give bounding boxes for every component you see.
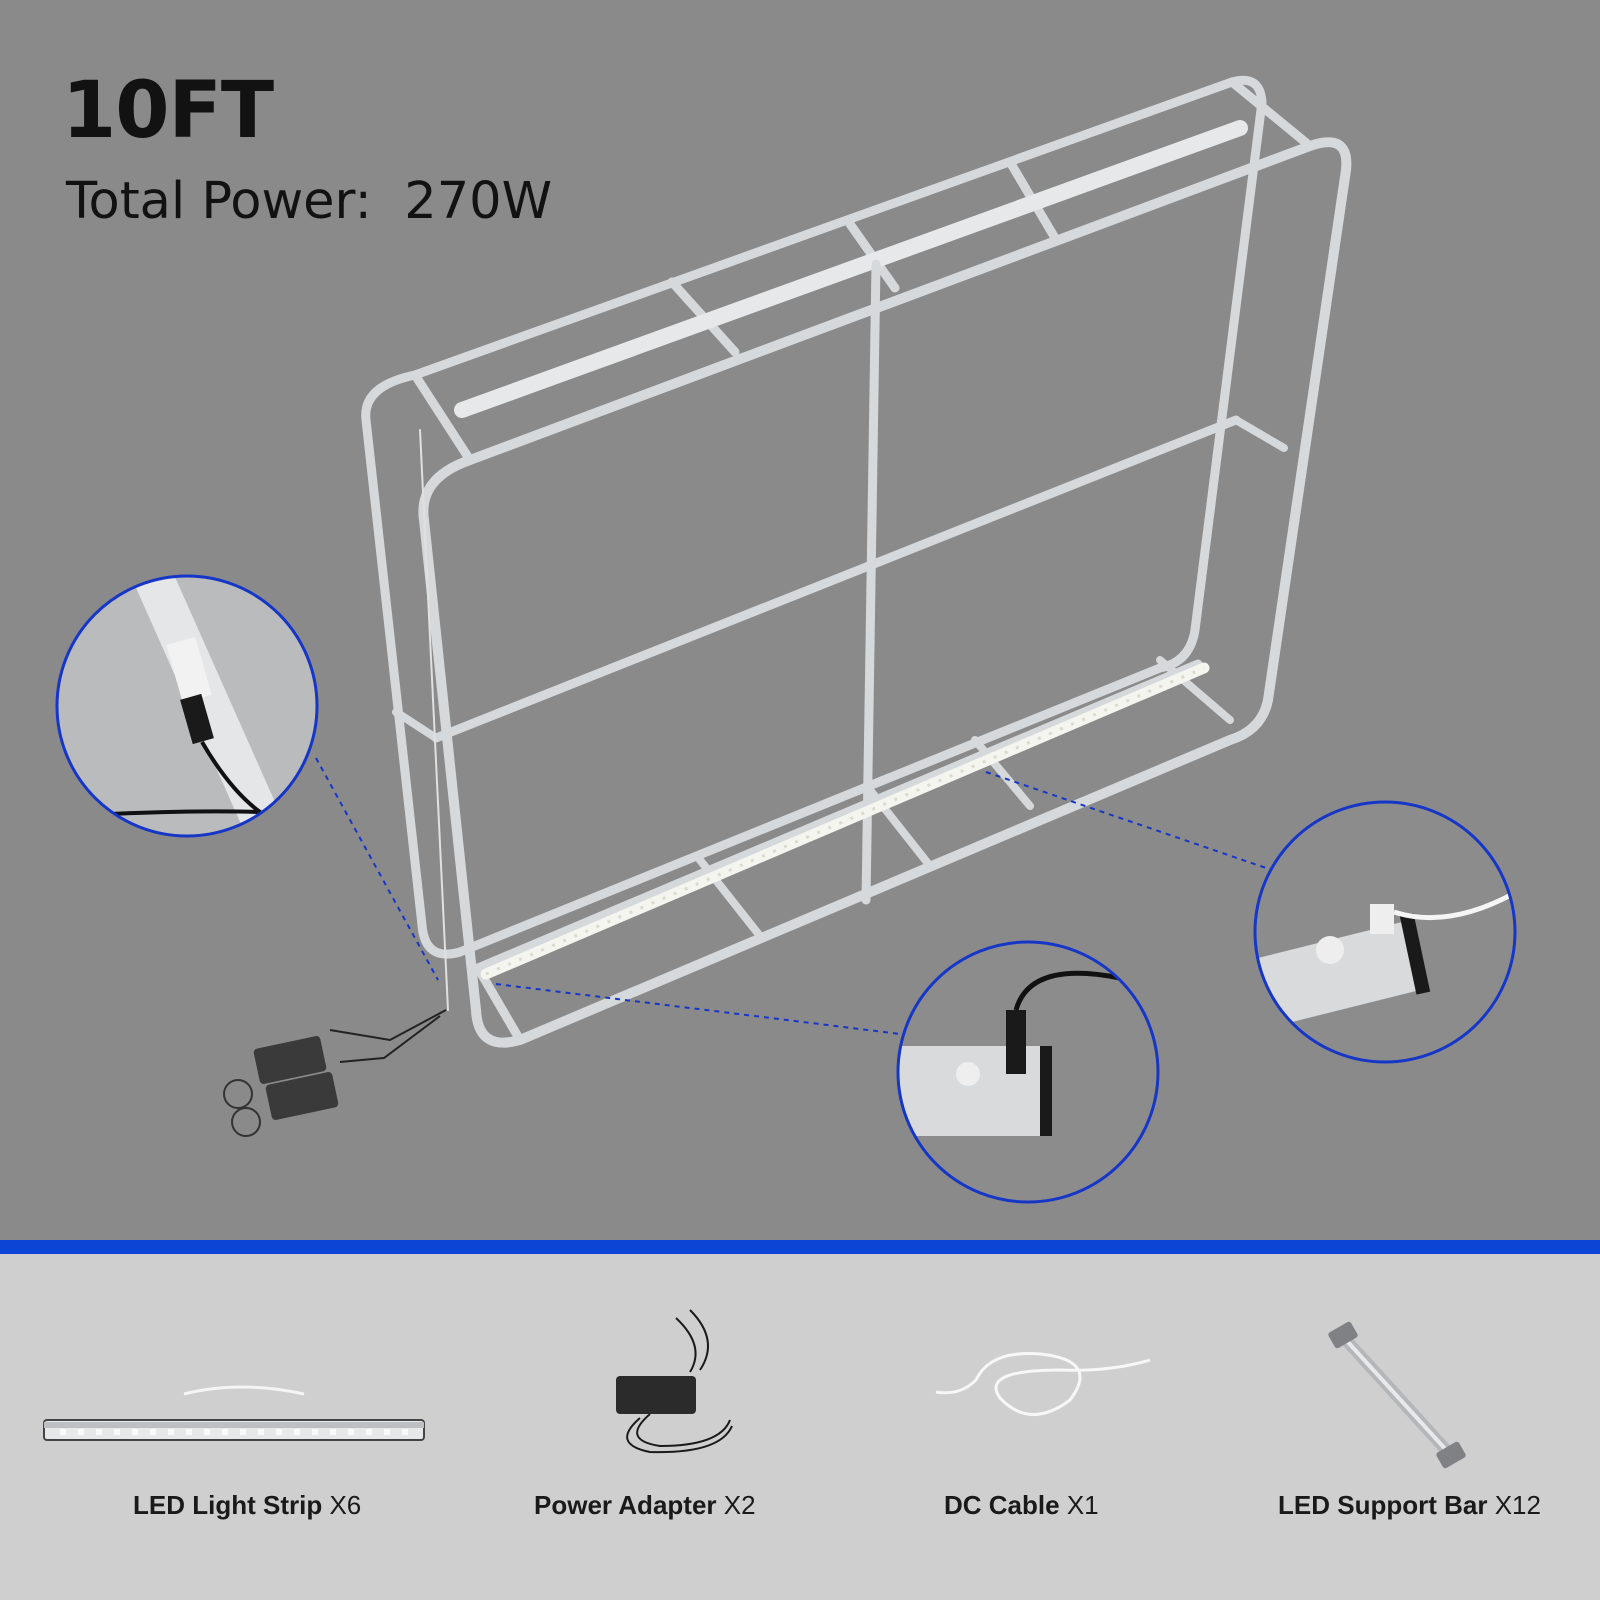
grow-tent-frame <box>361 75 1352 1048</box>
accessory-led-light-strip: LED Light Strip X6 <box>133 1490 361 1521</box>
total-power: Total Power: 270W <box>66 172 552 231</box>
accessory-name: Power Adapter <box>534 1490 717 1520</box>
accessory-led-support-bar: LED Support Bar X12 <box>1278 1490 1541 1521</box>
total-power-value: 270W <box>404 172 553 231</box>
led-support-bar-icon <box>1328 1321 1466 1469</box>
accessory-qty: X6 <box>329 1490 362 1520</box>
callout-connectors <box>315 757 1273 1035</box>
accessory-power-adapter: Power Adapter X2 <box>534 1490 756 1521</box>
installed-led-strip <box>480 662 1210 980</box>
accessory-qty: X1 <box>1066 1490 1099 1520</box>
accessory-qty: X2 <box>723 1490 756 1520</box>
detail-callout-strip-joint <box>1253 800 1517 1064</box>
top-light-channel <box>454 120 1248 418</box>
accessory-dc-cable: DC Cable X1 <box>944 1490 1099 1521</box>
dc-cable-icon <box>935 1352 1151 1416</box>
section-divider <box>0 1240 1600 1254</box>
power-adapter-icon <box>616 1309 733 1454</box>
led-light-strip-icon <box>43 1385 425 1441</box>
accessory-qty: X12 <box>1494 1490 1541 1520</box>
power-adapters <box>223 1009 447 1137</box>
accessory-name: LED Light Strip <box>133 1490 323 1520</box>
frame-back-outline <box>361 75 1267 959</box>
accessory-name: DC Cable <box>944 1490 1060 1520</box>
size-title: 10FT <box>62 66 274 156</box>
detail-callout-adapter-cable <box>55 574 319 838</box>
detail-callout-strip-end <box>896 940 1160 1204</box>
total-power-label: Total Power: <box>66 172 372 231</box>
accessory-name: LED Support Bar <box>1278 1490 1488 1520</box>
